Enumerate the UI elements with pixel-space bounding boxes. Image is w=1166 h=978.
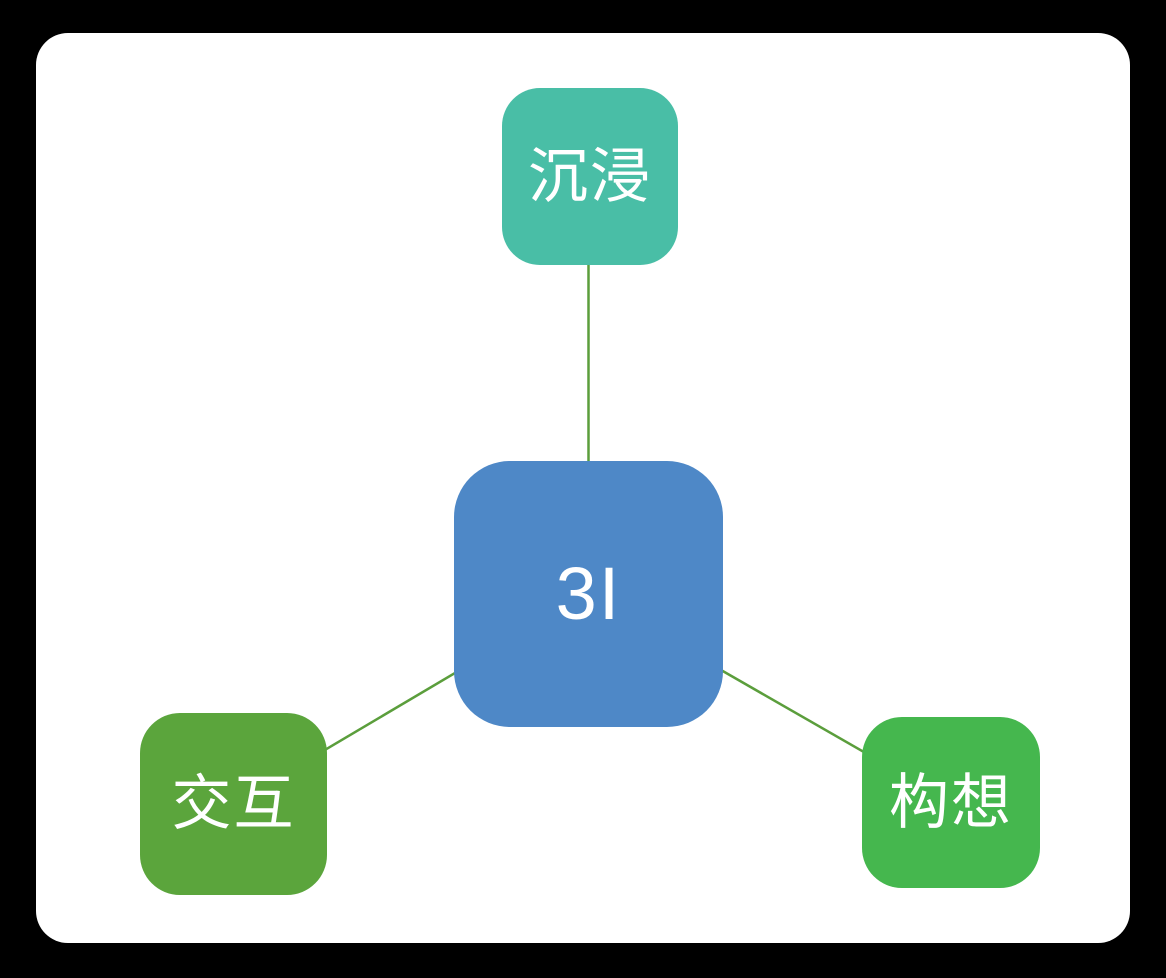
node-imagination: 构想 (862, 717, 1040, 888)
node-interaction: 交互 (140, 713, 327, 895)
node-imagination-label: 构想 (889, 768, 1013, 836)
node-immersion-label: 沉浸 (528, 142, 652, 210)
node-immersion: 沉浸 (502, 88, 678, 265)
node-center-label: 3I (555, 552, 622, 635)
node-interaction-label: 交互 (171, 770, 296, 837)
node-center-3i: 3I (454, 461, 723, 727)
